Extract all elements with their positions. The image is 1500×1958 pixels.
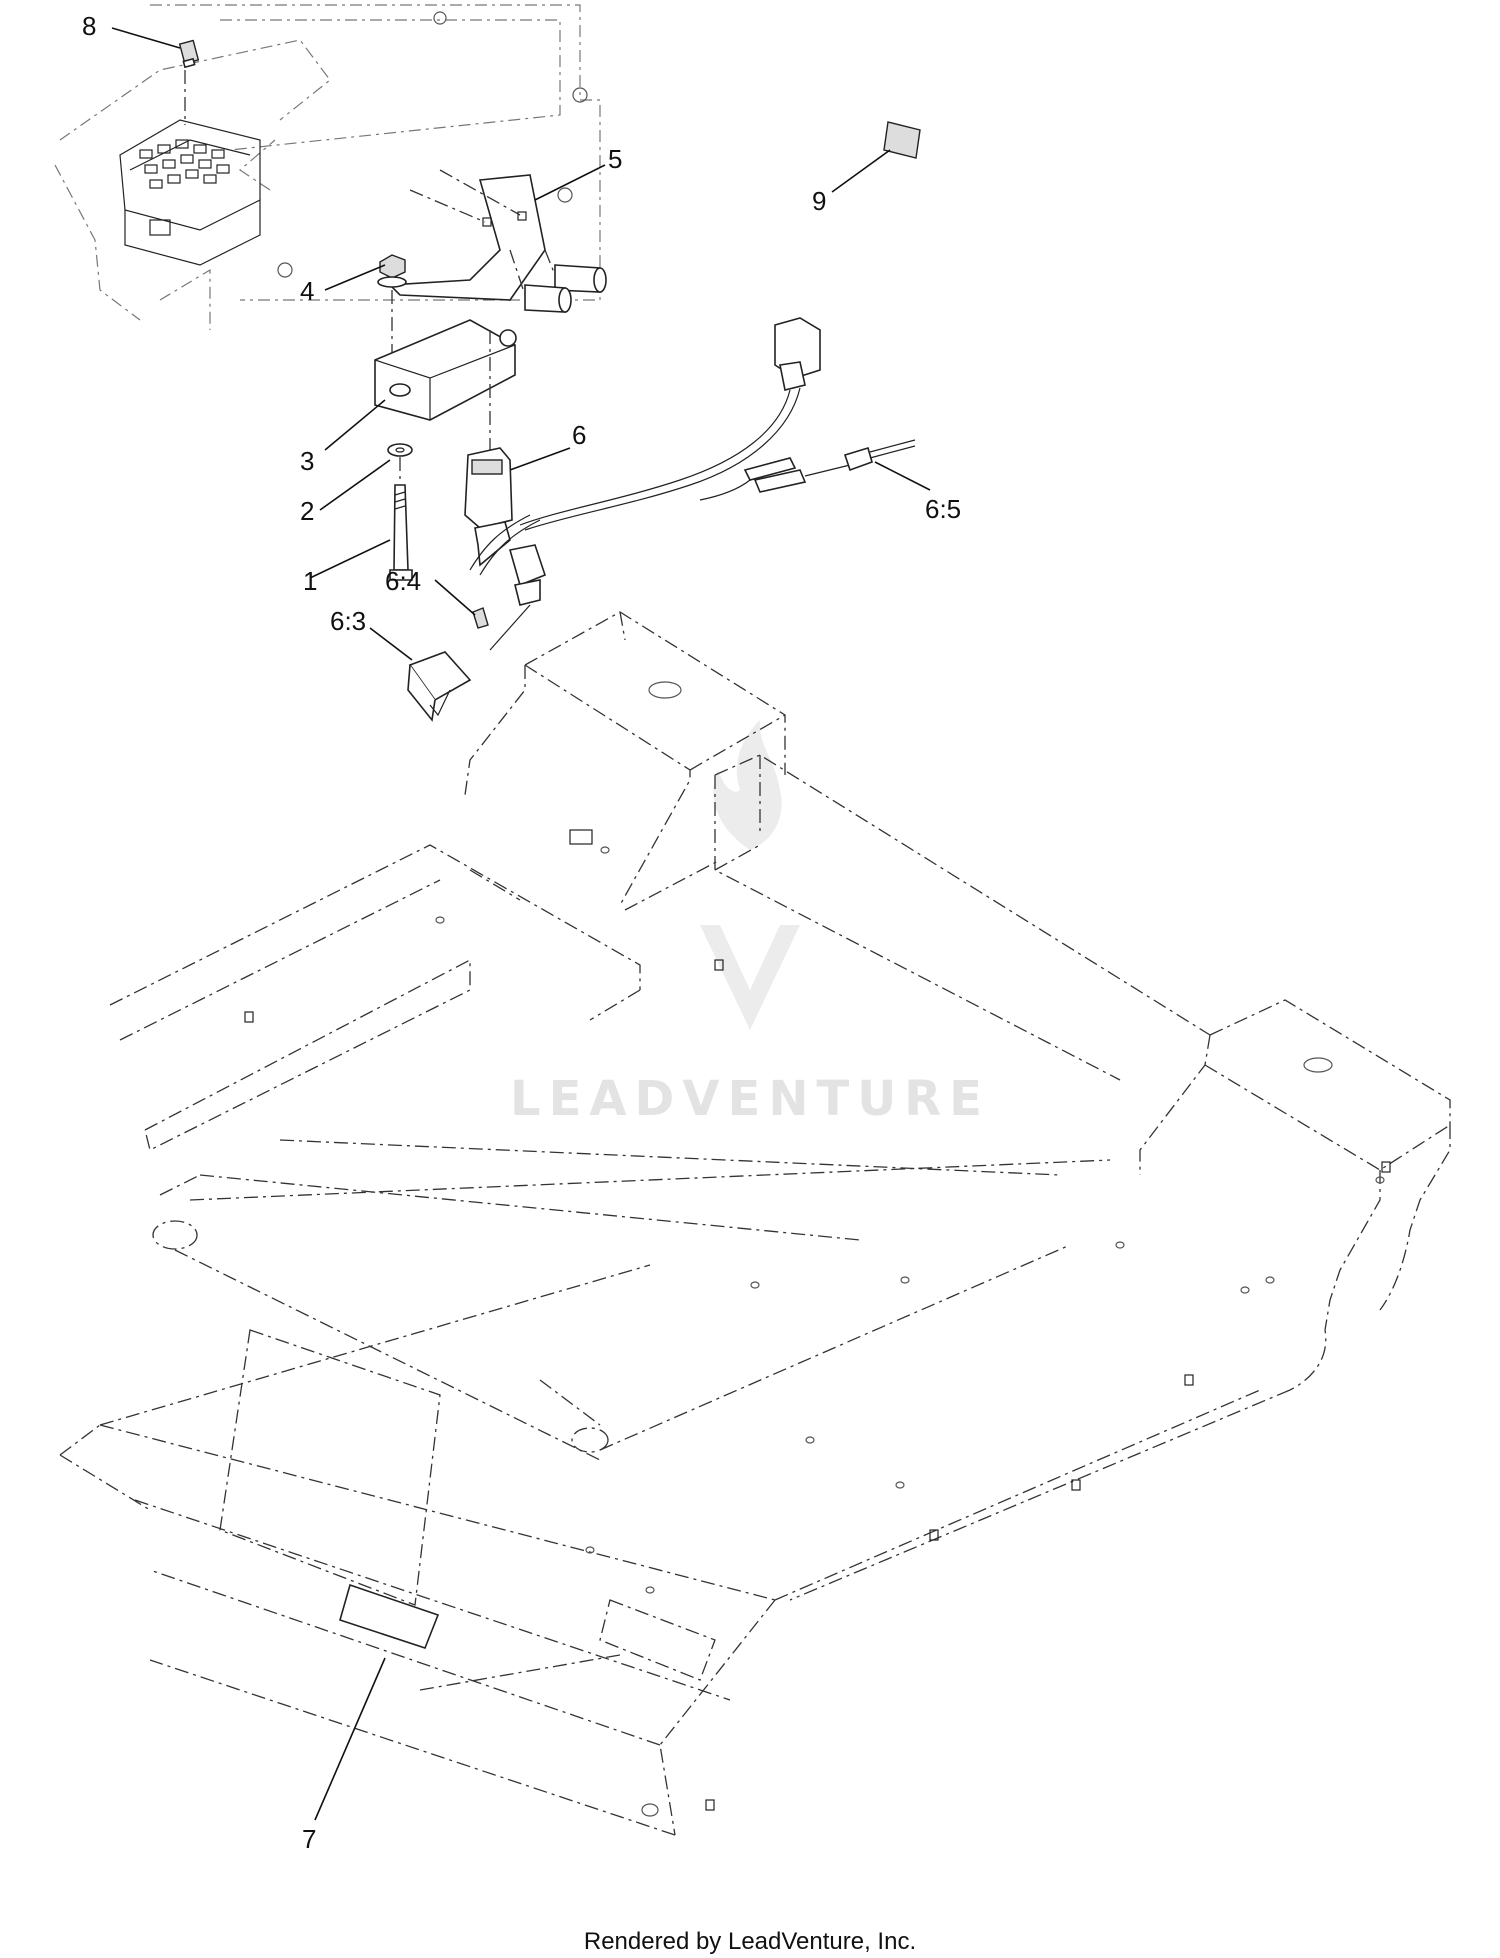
part-1-bolt	[389, 484, 413, 581]
callout-labels: 8 9 5 4 3 2 1 6 6:5 6:4 6:3 7	[82, 11, 961, 1854]
part-7-decal	[339, 1583, 440, 1649]
leadventure-watermark: LEADVENTURE	[510, 720, 990, 1127]
callout-8: 8	[82, 11, 96, 41]
callout-9: 9	[812, 186, 826, 216]
part-9-label	[883, 121, 921, 159]
callout-7: 7	[302, 1824, 316, 1854]
callout-6: 6	[572, 420, 586, 450]
callout-4: 4	[300, 276, 314, 306]
part-5-bracket	[388, 169, 607, 313]
callout-1: 1	[303, 566, 317, 596]
chassis-frame	[59, 611, 1451, 1836]
part-2-washer	[387, 443, 413, 480]
callout-6-3: 6:3	[330, 606, 366, 636]
part-6-3-boot	[407, 651, 472, 722]
leader-lines	[111, 27, 931, 1821]
fuse-array	[139, 139, 230, 189]
part-6-harness	[464, 317, 851, 651]
watermark-flame-icon	[713, 720, 782, 850]
part-6-5-terminal	[843, 439, 916, 472]
part-6-4-seal	[472, 607, 489, 629]
callout-3: 3	[300, 446, 314, 476]
watermark-text: LEADVENTURE	[510, 1071, 990, 1127]
callout-6-4: 6:4	[385, 566, 421, 596]
callout-6-5: 6:5	[925, 494, 961, 524]
callout-2: 2	[300, 496, 314, 526]
watermark-v-icon	[700, 925, 800, 1030]
callout-5: 5	[608, 144, 622, 174]
part-3-module	[374, 319, 517, 460]
footer-credit: Rendered by LeadVenture, Inc.	[583, 1928, 917, 1955]
part-8-fuse	[178, 39, 200, 125]
